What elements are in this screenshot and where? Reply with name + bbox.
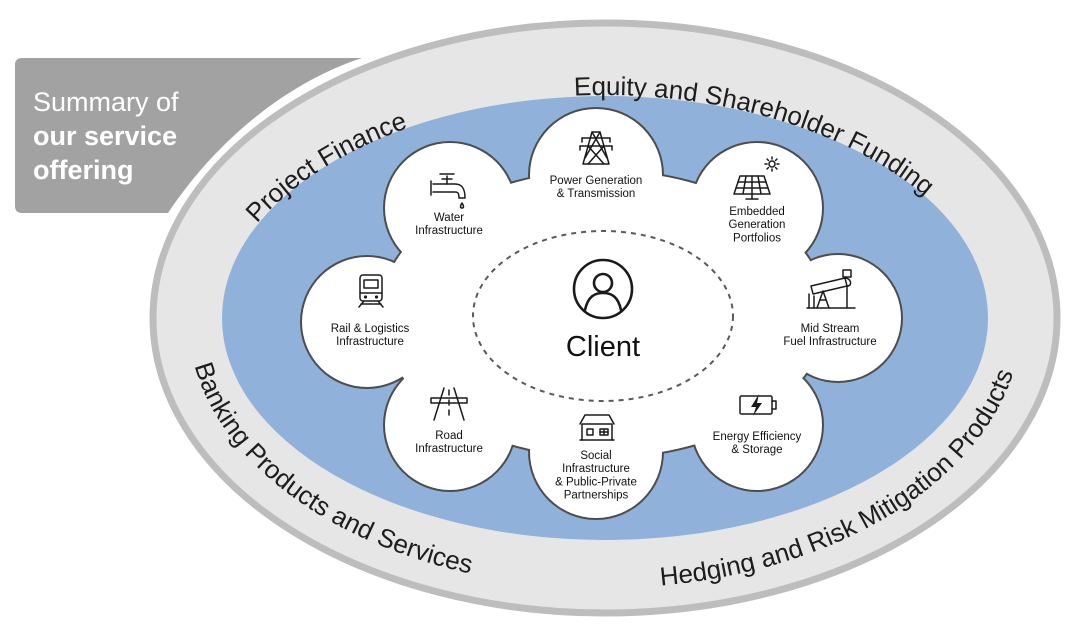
- title-line-2: our service: [33, 121, 177, 151]
- node-label-line: Partnerships: [564, 490, 629, 502]
- node-label-line: Energy Efficiency: [713, 431, 802, 443]
- solar-panel-icon: [733, 156, 780, 200]
- road-icon: [430, 387, 468, 421]
- pylon-icon: [579, 131, 613, 165]
- node-label-line: Road: [435, 430, 463, 442]
- node-label-line: Infrastructure: [336, 336, 404, 348]
- title-box: Summary of our service offering: [15, 58, 362, 213]
- node-label-line: & Storage: [731, 444, 782, 456]
- title-box-shape: [15, 58, 362, 213]
- node-label-line: Fuel Infrastructure: [783, 336, 876, 348]
- node-label-energy: Energy Efficiency& Storage: [713, 431, 802, 456]
- node-label-line: Embedded: [729, 206, 785, 218]
- node-label-line: Social: [580, 450, 611, 462]
- node-label-line: & Transmission: [557, 188, 636, 200]
- node-label-line: Infrastructure: [415, 443, 483, 455]
- building-icon: [579, 414, 615, 441]
- node-label-line: Water: [434, 212, 464, 224]
- node-label-line: Portfolios: [733, 232, 781, 244]
- node-label-line: Mid Stream: [801, 323, 860, 335]
- node-label-power: Power Generation& Transmission: [550, 175, 643, 200]
- node-label-line: Generation: [729, 219, 786, 231]
- node-label-line: Infrastructure: [562, 463, 630, 475]
- tap-icon: [430, 173, 466, 209]
- node-label-line: & Public-Private: [555, 476, 637, 488]
- title-line-3: offering: [33, 155, 134, 185]
- user-icon: [572, 258, 634, 320]
- node-label-line: Infrastructure: [415, 225, 483, 237]
- train-icon: [358, 274, 384, 308]
- oil-pump-icon: [806, 269, 856, 309]
- client-boundary: [472, 230, 734, 402]
- title-line-1: Summary of: [33, 87, 179, 117]
- battery-icon: [739, 394, 777, 416]
- client-label: Client: [566, 331, 640, 363]
- cloud-body: [302, 109, 901, 518]
- node-label-line: Power Generation: [550, 175, 643, 187]
- node-label-line: Rail & Logistics: [331, 323, 410, 335]
